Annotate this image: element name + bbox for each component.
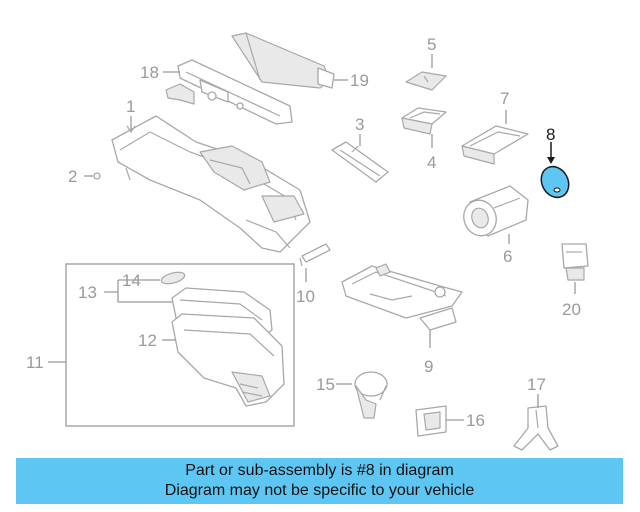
callout-18[interactable]: 18 — [140, 63, 159, 82]
callout-9[interactable]: 9 — [424, 357, 433, 376]
group-box-11 — [65, 263, 295, 427]
callout-10[interactable]: 10 — [296, 287, 315, 306]
part-20-switch[interactable] — [561, 243, 589, 281]
callout-7[interactable]: 7 — [500, 89, 509, 108]
callout-3[interactable]: 3 — [355, 115, 364, 134]
callout-6[interactable]: 6 — [503, 247, 512, 266]
part-19-handbrake-boot[interactable] — [231, 32, 335, 89]
part-4-tray[interactable] — [401, 107, 447, 135]
part-6-cup-holder[interactable] — [459, 185, 529, 240]
part-3-bracket[interactable] — [331, 141, 389, 183]
callout-12[interactable]: 12 — [138, 331, 157, 350]
part-12-armrest-base[interactable] — [171, 313, 285, 407]
callout-20[interactable]: 20 — [562, 300, 581, 319]
part-2-screw[interactable] — [84, 172, 101, 180]
callout-2[interactable]: 2 — [68, 167, 77, 186]
part-9-mounting-bracket[interactable] — [341, 263, 463, 331]
callout-11[interactable]: 11 — [26, 353, 44, 372]
part-16-bracket[interactable] — [415, 405, 447, 437]
banner-line-1: Part or sub-assembly is #8 in diagram — [185, 462, 454, 479]
callout-8[interactable]: 8 — [546, 125, 555, 144]
callout-19[interactable]: 19 — [350, 71, 369, 90]
part-15-knob[interactable] — [354, 371, 388, 419]
callout-15[interactable]: 15 — [316, 375, 335, 394]
callout-17[interactable]: 17 — [527, 375, 546, 394]
part-7-storage-box[interactable] — [461, 125, 529, 165]
banner-line-2: Diagram may not be specific to your vehi… — [164, 482, 475, 499]
leader-13 — [104, 279, 172, 303]
part-10-clip[interactable] — [299, 243, 331, 267]
part-5-cover[interactable] — [405, 71, 447, 91]
parts-diagram: 19 18 1 2 3 5 — [26, 32, 589, 451]
info-banner: Part or sub-assembly is #8 in diagram Di… — [16, 458, 623, 504]
callout-4[interactable]: 4 — [427, 153, 436, 172]
part-1-center-console[interactable] — [111, 115, 311, 253]
callout-1[interactable]: 1 — [126, 97, 135, 116]
part-18-handbrake-mechanism[interactable] — [165, 59, 293, 125]
part-14-cap[interactable] — [160, 270, 186, 286]
part-8-cap-highlighted[interactable] — [536, 162, 574, 202]
callout-13[interactable]: 13 — [78, 283, 97, 302]
part-17-stand-bracket[interactable] — [513, 405, 559, 451]
callout-16[interactable]: 16 — [466, 411, 485, 430]
callout-5[interactable]: 5 — [427, 35, 436, 54]
